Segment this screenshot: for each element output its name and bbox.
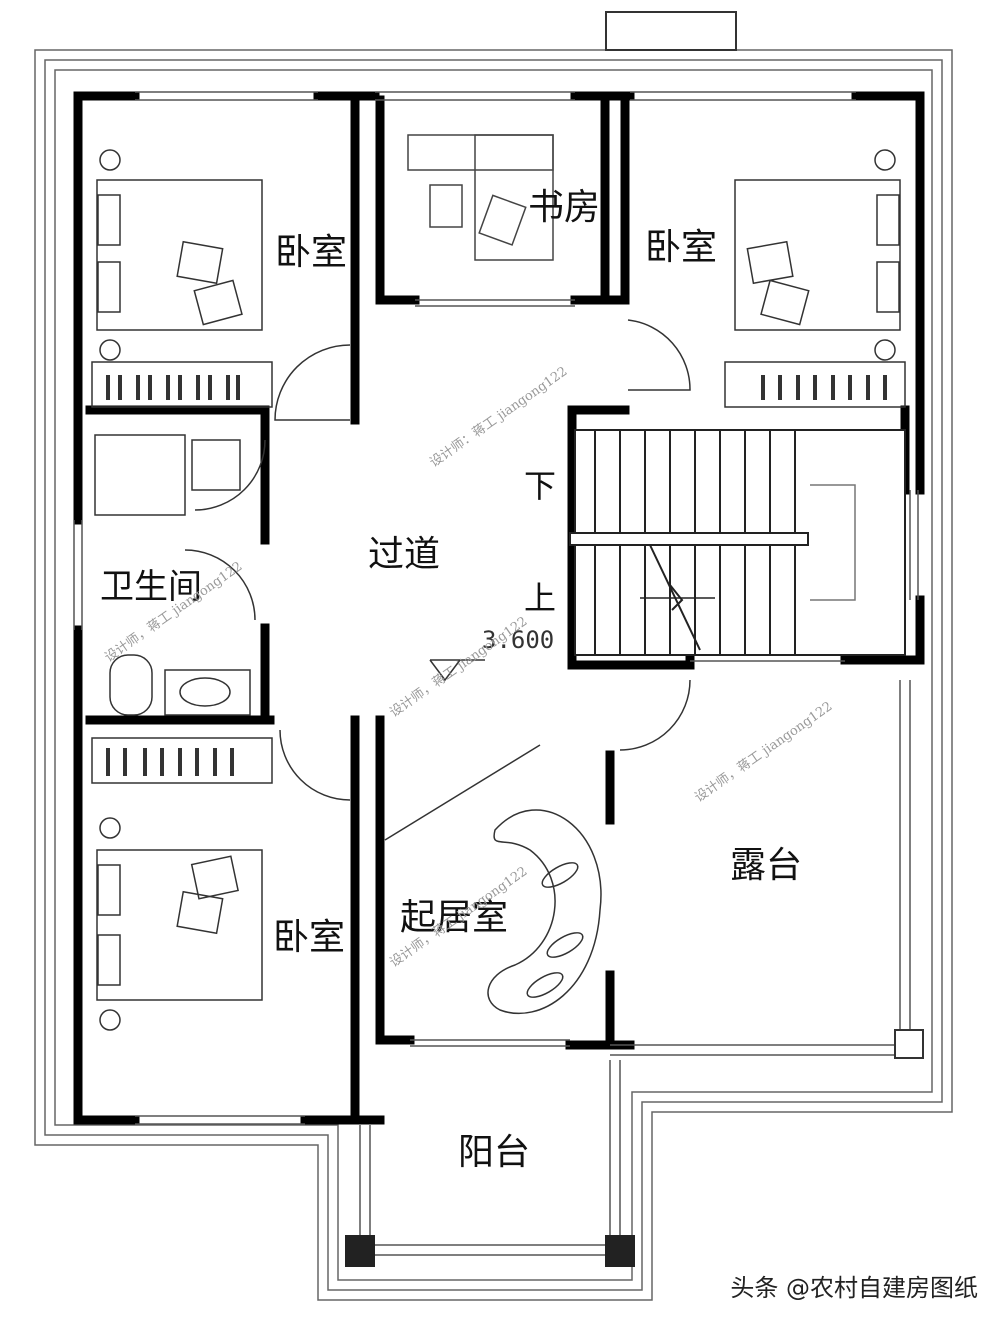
staircase bbox=[569, 429, 906, 656]
chimney bbox=[605, 11, 737, 51]
balcony-label: 阳台 bbox=[458, 1132, 531, 1173]
walls bbox=[73, 91, 925, 1125]
beds bbox=[96, 149, 901, 1031]
bathroom-label: 卫生间 bbox=[100, 567, 202, 607]
roof-outline bbox=[34, 49, 953, 1301]
elevation-marker bbox=[429, 659, 485, 682]
corridor-label: 过道 bbox=[368, 534, 441, 575]
elevation-value: 3.600 bbox=[482, 626, 555, 654]
study-label: 书房 bbox=[528, 187, 601, 228]
balcony-column-left bbox=[345, 1235, 375, 1267]
windows bbox=[73, 91, 919, 1256]
source-credit: 头条 @农村自建房图纸 bbox=[730, 1274, 978, 1302]
bathroom-fixtures bbox=[94, 434, 251, 716]
stair-up-label: 上 bbox=[524, 579, 557, 617]
bedroom-top-right-label: 卧室 bbox=[645, 227, 718, 268]
terrace-label: 露台 bbox=[730, 845, 803, 886]
living-room-label: 起居室 bbox=[400, 897, 509, 938]
sofa bbox=[487, 809, 602, 1015]
door-swings bbox=[184, 319, 691, 841]
wardrobes bbox=[91, 361, 906, 784]
stair-down-label: 下 bbox=[524, 467, 557, 505]
terrace-post bbox=[894, 1029, 924, 1059]
balcony-column-right bbox=[605, 1235, 635, 1267]
bedroom-bottom-left-label: 卧室 bbox=[273, 917, 346, 958]
study-furniture bbox=[407, 134, 554, 261]
bedroom-top-left-label: 卧室 bbox=[275, 232, 348, 273]
